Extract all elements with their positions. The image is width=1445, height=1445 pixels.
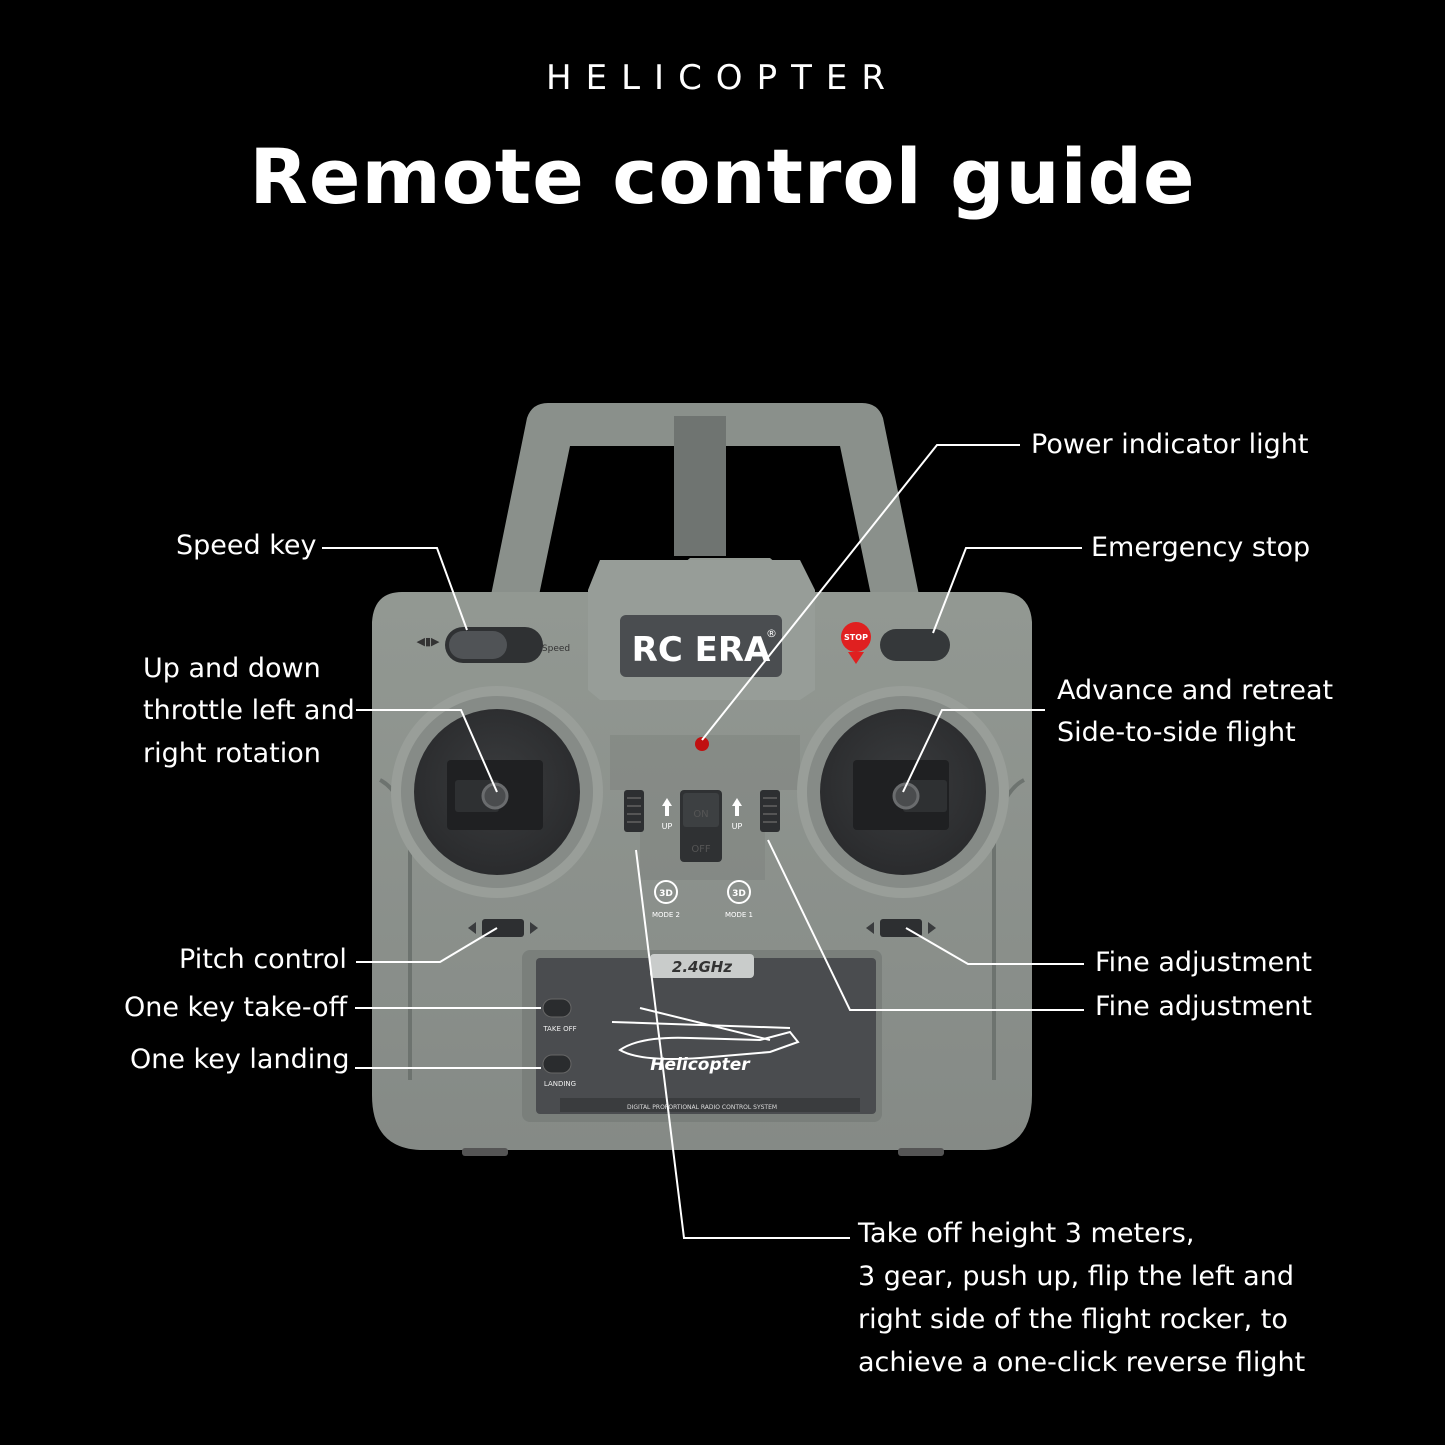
brand-badge [620, 615, 782, 677]
power-led [695, 737, 709, 751]
fine1-leader [905, 927, 1084, 965]
up-label-left: UP [662, 822, 673, 831]
fine2-leader [767, 839, 1084, 1011]
reverse-leader [635, 849, 850, 1239]
mode2-label: MODE 2 [652, 911, 680, 919]
antenna [674, 416, 726, 556]
emergency-stop-label: Emergency stop [1091, 532, 1311, 563]
left-trim-slider[interactable] [624, 790, 644, 832]
advance-label-2: Side-to-side flight [1057, 717, 1296, 748]
landing-label: One key landing [130, 1044, 350, 1075]
up-arrow-icon [662, 798, 672, 816]
advance-leader [902, 709, 1045, 793]
panel-logo: Helicopter [650, 1055, 751, 1075]
throttle-label-3: right rotation [143, 738, 321, 769]
mode1-label: MODE 1 [725, 911, 753, 919]
right-trim-slider[interactable] [760, 790, 780, 832]
reverse-flight-label-2: 3 gear, push up, flip the left and [858, 1261, 1294, 1292]
estop-leader [932, 547, 1082, 634]
throttle-leader [356, 709, 498, 793]
fine-adjustment-label-2: Fine adjustment [1095, 991, 1312, 1022]
speed-key-label: Speed key [176, 530, 317, 561]
on-label: ON [693, 809, 708, 820]
power-light-label: Power indicator light [1031, 429, 1309, 460]
helicopter-icon [611, 1007, 800, 1060]
up-label-right: UP [732, 822, 743, 831]
left-stick[interactable] [481, 782, 509, 810]
stop-icon [841, 622, 871, 652]
advance-label-1: Advance and retreat [1057, 675, 1334, 706]
page-title: Remote control guide [249, 132, 1196, 221]
panel-footer: DIGITAL PROPORTIONAL RADIO CONTROL SYSTE… [627, 1104, 777, 1111]
speed-right-label: Speed [542, 644, 570, 654]
reverse-flight-label-3: right side of the flight rocker, to [858, 1304, 1288, 1335]
pitch-control-label: Pitch control [179, 944, 347, 975]
stop-badge-text: STOP [844, 633, 868, 642]
throttle-label-1: Up and down [143, 653, 321, 684]
speed-key-leader [322, 547, 468, 631]
mode2-badge: 3D [659, 889, 673, 899]
speed-left-glyph: ◀▮▶ [417, 635, 441, 648]
reverse-flight-label-4: achieve a one-click reverse flight [858, 1347, 1306, 1378]
bottom-panel [536, 958, 876, 1114]
fine-adjustment-label-1: Fine adjustment [1095, 947, 1312, 978]
power-leader [701, 444, 1020, 741]
take-off-btn-label: TAKE OFF [542, 1025, 576, 1033]
brand-text: RC ERA [632, 630, 771, 670]
mode2-icon [654, 880, 678, 904]
pitch-leader [356, 927, 498, 963]
takeoff-label: One key take-off [124, 992, 348, 1023]
brand-mark: ® [766, 627, 777, 640]
header-subtitle: HELICOPTER [546, 58, 899, 98]
fine-trim-right[interactable] [880, 919, 922, 937]
landing-button[interactable] [542, 1054, 572, 1074]
mode1-badge: 3D [732, 889, 746, 899]
frequency-label: 2.4GHz [672, 958, 732, 976]
reverse-flight-label-1: Take off height 3 meters, [858, 1218, 1195, 1249]
mode1-icon [727, 880, 751, 904]
throttle-label-2: throttle left and [143, 695, 355, 726]
up-arrow-icon-right [732, 798, 742, 816]
emergency-stop-button[interactable] [880, 629, 950, 661]
pitch-trim[interactable] [482, 919, 524, 937]
off-label: OFF [691, 844, 711, 855]
landing-btn-label: LANDING [544, 1080, 576, 1088]
take-off-button[interactable] [542, 998, 572, 1018]
